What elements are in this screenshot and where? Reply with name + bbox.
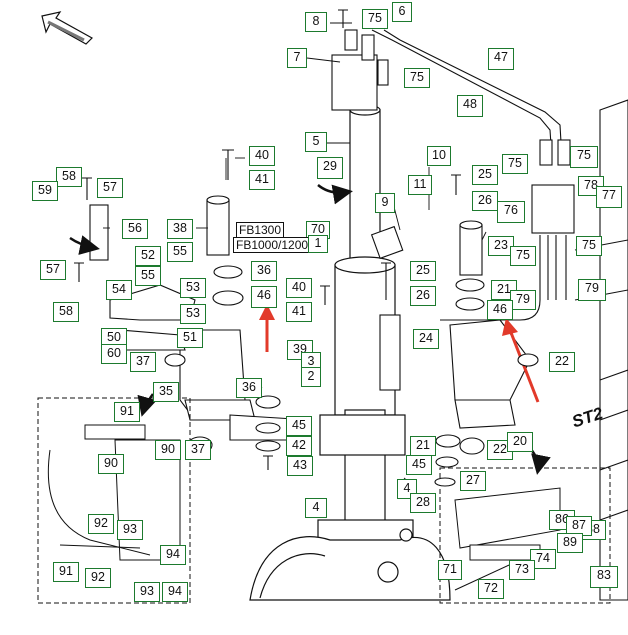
callout-87: 87 <box>566 516 592 536</box>
callout-26: 26 <box>472 191 498 211</box>
callout-55: 55 <box>167 242 193 262</box>
callout-94: 94 <box>160 545 186 565</box>
washers <box>164 265 539 487</box>
callout-70: 70 <box>306 221 330 239</box>
top-valve-assembly <box>331 29 563 161</box>
callout-11: 11 <box>408 175 432 195</box>
callout-21: 21 <box>410 436 436 456</box>
left-arm-assembly <box>89 195 311 441</box>
model-label-fb1300: FB1300 <box>236 222 285 238</box>
callout-57: 57 <box>40 260 66 280</box>
callout-42: 42 <box>286 436 312 456</box>
callout-94: 94 <box>162 582 188 602</box>
callout-89: 89 <box>557 533 583 553</box>
callout-92: 92 <box>85 568 111 588</box>
callout-91: 91 <box>114 402 140 422</box>
callout-46: 46 <box>251 286 277 308</box>
callout-27: 27 <box>460 471 486 491</box>
callout-40: 40 <box>286 278 312 298</box>
callout-38: 38 <box>167 219 193 239</box>
callout-5: 5 <box>305 132 327 152</box>
callout-2: 2 <box>301 367 321 387</box>
callout-53: 53 <box>180 278 206 298</box>
callout-93: 93 <box>117 520 143 540</box>
callout-71: 71 <box>438 560 462 580</box>
callout-90: 90 <box>155 440 181 460</box>
callout-51: 51 <box>177 328 203 348</box>
callout-59: 59 <box>32 181 58 201</box>
callout-92: 92 <box>88 514 114 534</box>
callout-45: 45 <box>286 416 312 436</box>
callout-50: 50 <box>101 328 127 348</box>
callout-75: 75 <box>510 246 536 266</box>
callout-25: 25 <box>472 165 498 185</box>
callout-37: 37 <box>130 352 156 372</box>
callout-55: 55 <box>135 266 161 286</box>
callout-58: 58 <box>53 302 79 322</box>
direction-arrow-icon <box>41 11 93 45</box>
callout-40: 40 <box>249 146 275 166</box>
callout-47: 47 <box>488 48 514 70</box>
callout-36: 36 <box>251 261 277 281</box>
callout-41: 41 <box>286 302 312 322</box>
callout-83: 83 <box>590 566 618 588</box>
callout-77: 77 <box>596 186 622 208</box>
callout-43: 43 <box>287 456 313 476</box>
callout-7: 7 <box>287 48 307 68</box>
callout-72: 72 <box>478 579 504 599</box>
callout-74: 74 <box>530 549 556 569</box>
callout-79: 79 <box>578 279 606 301</box>
callout-90: 90 <box>98 454 124 474</box>
callout-1: 1 <box>308 235 328 253</box>
callout-54: 54 <box>106 280 132 300</box>
callout-75: 75 <box>404 68 430 88</box>
callout-91: 91 <box>53 562 79 582</box>
callout-28: 28 <box>410 493 436 513</box>
callout-93: 93 <box>134 582 160 602</box>
callout-6: 6 <box>392 2 412 22</box>
callout-76: 76 <box>497 201 525 223</box>
callout-22: 22 <box>487 440 513 460</box>
model-label-fb1000-1200: FB1000/1200 <box>233 237 312 253</box>
right-arm-assembly <box>379 220 531 429</box>
callout-48: 48 <box>457 95 483 117</box>
bolts <box>74 9 461 470</box>
red-highlight-arrows <box>259 304 540 403</box>
callout-10: 10 <box>427 146 451 166</box>
callout-35: 35 <box>153 382 179 402</box>
callout-46: 46 <box>487 300 513 320</box>
callout-9: 9 <box>375 193 395 213</box>
valve-block-assembly <box>440 139 575 321</box>
callout-24: 24 <box>413 329 439 349</box>
callout-75: 75 <box>576 236 602 256</box>
callout-26: 26 <box>410 286 436 306</box>
callout-45: 45 <box>406 455 432 475</box>
detail-boxes <box>37 397 611 604</box>
callout-75: 75 <box>570 146 598 168</box>
callout-8: 8 <box>305 12 327 32</box>
callout-56: 56 <box>122 219 148 239</box>
callout-20: 20 <box>507 432 533 452</box>
callout-75: 75 <box>362 9 388 29</box>
callout-52: 52 <box>135 246 161 266</box>
callout-79: 79 <box>510 290 536 310</box>
callout-29: 29 <box>317 157 343 179</box>
callout-53: 53 <box>180 304 206 324</box>
callout-25: 25 <box>410 261 436 281</box>
callout-36: 36 <box>236 378 262 398</box>
right-detail-parts <box>454 487 561 591</box>
callout-60: 60 <box>101 344 127 364</box>
callout-22: 22 <box>549 352 575 372</box>
callout-73: 73 <box>509 560 535 580</box>
callout-58: 58 <box>56 167 82 187</box>
callout-37: 37 <box>185 440 211 460</box>
callout-41: 41 <box>249 170 275 190</box>
callout-75: 75 <box>502 154 528 174</box>
callout-57: 57 <box>97 178 123 198</box>
callout-4: 4 <box>305 498 327 518</box>
